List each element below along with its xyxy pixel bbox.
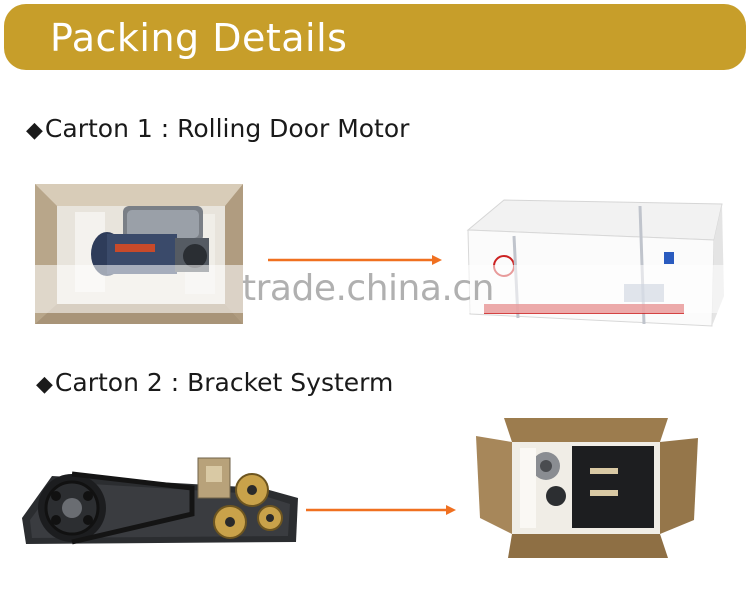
- arrow-icon: [268, 255, 442, 265]
- header-banner: Packing Details: [4, 4, 746, 70]
- bracket-in-open-box-photo: [476, 418, 698, 558]
- diamond-bullet-icon: ◆: [36, 372, 53, 397]
- arrow-icon: [306, 505, 456, 515]
- carton-1-label: Carton 1 : Rolling Door Motor: [44, 114, 410, 143]
- page-title: Packing Details: [50, 16, 348, 60]
- carton-2-heading: ◆Carton 2 : Bracket Systerm: [36, 368, 393, 400]
- diamond-bullet-icon: ◆: [26, 118, 43, 143]
- watermark-band: [28, 265, 728, 313]
- carton-2-label: Carton 2 : Bracket Systerm: [54, 368, 394, 397]
- watermark-text: trade.china.cn: [242, 268, 494, 309]
- carton-1-heading: ◆Carton 1 : Rolling Door Motor: [26, 114, 409, 146]
- bracket-system-photo: [22, 457, 298, 545]
